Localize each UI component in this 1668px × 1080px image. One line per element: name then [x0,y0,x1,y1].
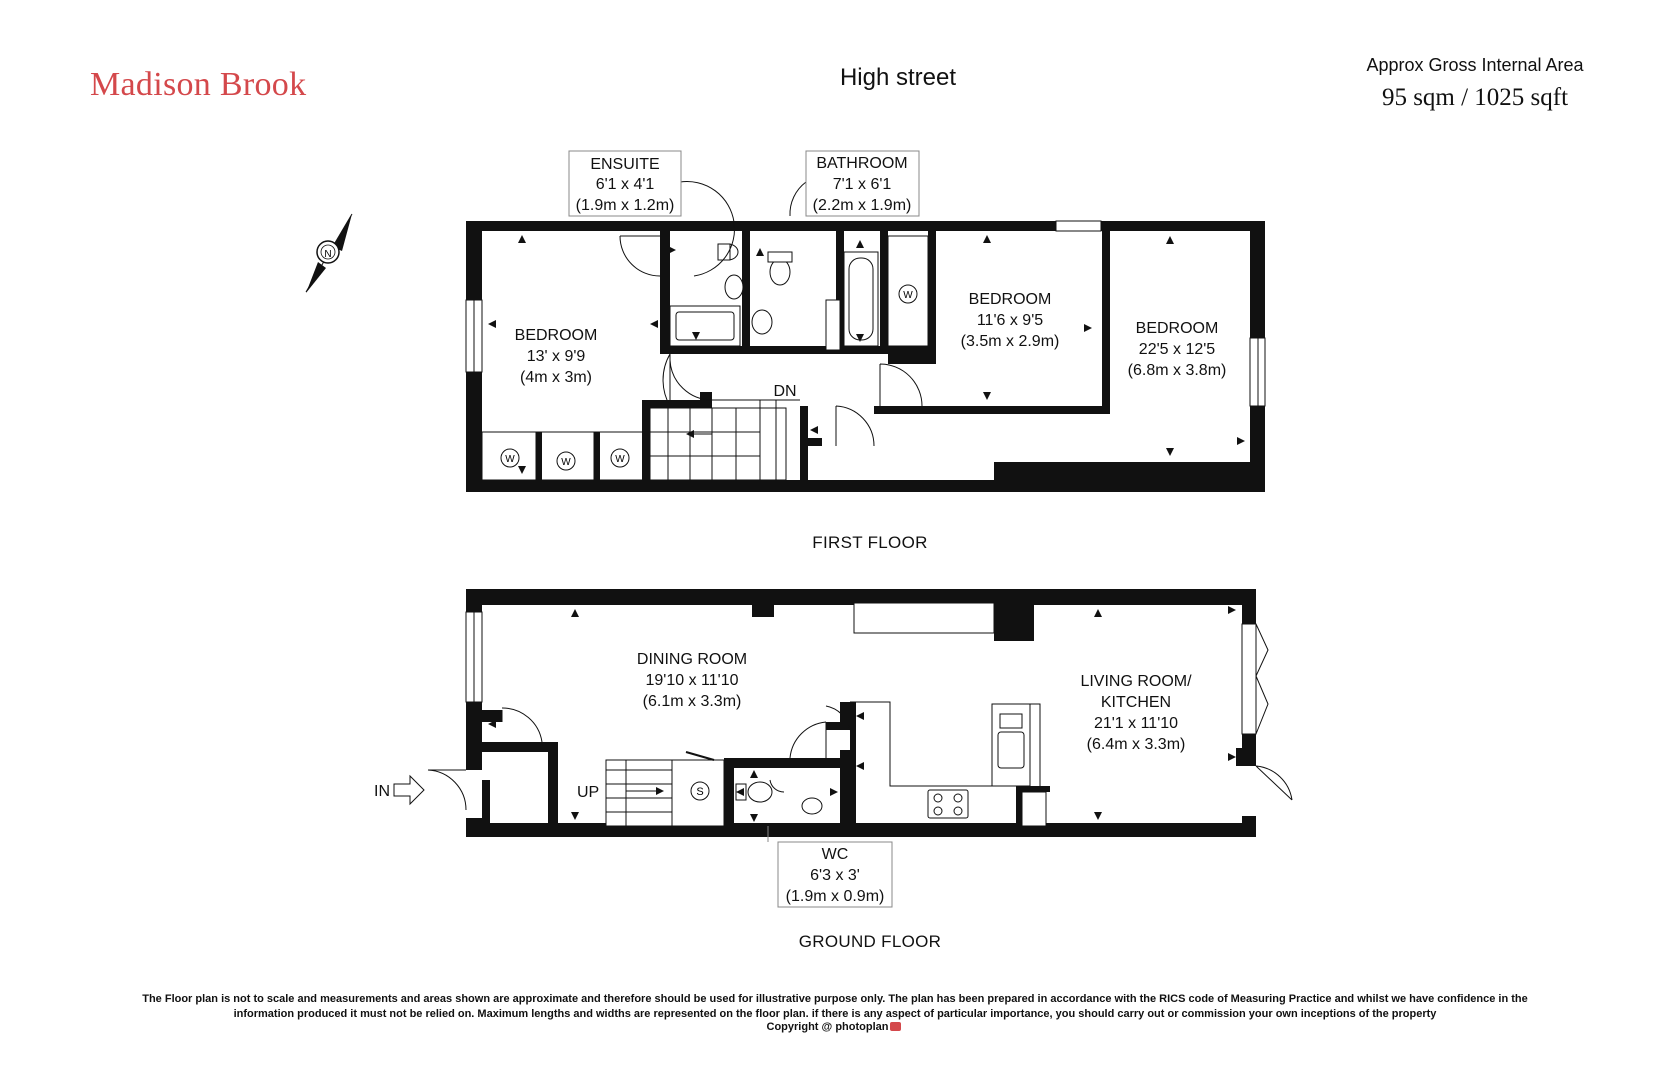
room-label-ensuite: ENSUITE 6'1 x 4'1 (1.9m x 1.2m) [568,150,682,217]
svg-text:BATHROOM: BATHROOM [816,155,907,172]
svg-text:(4m x 3m): (4m x 3m) [520,369,592,386]
svg-text:(1.9m x 1.2m): (1.9m x 1.2m) [576,197,675,214]
copyright-line: Copyright @ photoplan [0,1021,1668,1033]
svg-text:22'5 x 12'5: 22'5 x 12'5 [1139,341,1215,358]
svg-text:BEDROOM: BEDROOM [1136,320,1219,337]
property-title: High street [839,64,957,91]
svg-text:(1.9m x 0.9m): (1.9m x 0.9m) [786,888,885,905]
photoplan-brand: photoplan [835,1021,889,1033]
stairs-down-label: DN [773,383,796,400]
svg-text:(6.1m x 3.3m): (6.1m x 3.3m) [643,693,742,710]
room-label-wc: WC 6'3 x 3' (1.9m x 0.9m) [767,826,893,908]
room-label-bedroom-3: BEDROOM 22'5 x 12'5 (6.8m x 3.8m) [1128,320,1227,379]
room-label-dining-room: DINING ROOM 19'10 x 11'10 (6.1m x 3.3m) [637,651,747,710]
svg-text:(6.8m x 3.8m): (6.8m x 3.8m) [1128,362,1227,379]
first-floor-label: FIRST FLOOR [812,533,928,552]
svg-text:7'1 x 6'1: 7'1 x 6'1 [833,176,892,193]
ground-floor-label: GROUND FLOOR [798,932,942,951]
svg-text:BEDROOM: BEDROOM [515,327,598,344]
wardrobe-letter: W [561,457,571,468]
svg-text:6'1 x 4'1: 6'1 x 4'1 [596,176,655,193]
svg-text:(3.5m x 2.9m): (3.5m x 2.9m) [961,333,1060,350]
room-label-living-room-kitchen: LIVING ROOM/ KITCHEN 21'1 x 11'10 (6.4m … [1080,673,1192,753]
copyright-prefix: Copyright @ [766,1021,833,1033]
svg-text:DINING ROOM: DINING ROOM [637,651,747,668]
brand-logo: Madison Brook [90,66,307,103]
ground-floor-plan: S [374,589,1293,908]
disclaimer-text: The Floor plan is not to scale and measu… [142,993,1528,1020]
svg-text:13' x 9'9: 13' x 9'9 [527,348,586,365]
first-floor-plan: W W W W [465,150,1266,492]
room-label-bathroom: BATHROOM 7'1 x 6'1 (2.2m x 1.9m) [805,150,920,217]
wardrobe-letter: W [903,290,913,301]
room-label-bedroom-1: BEDROOM 13' x 9'9 (4m x 3m) [515,327,598,386]
storage-letter: S [696,786,703,798]
gross-area-label: Approx Gross Internal Area [1366,55,1584,75]
svg-text:(2.2m x 1.9m): (2.2m x 1.9m) [813,197,912,214]
svg-text:19'10 x 11'10: 19'10 x 11'10 [646,672,739,689]
svg-text:BEDROOM: BEDROOM [969,291,1052,308]
svg-text:6'3 x 3': 6'3 x 3' [810,867,860,884]
svg-text:11'6 x 9'5: 11'6 x 9'5 [977,312,1043,329]
svg-text:WC: WC [822,846,849,863]
entrance-label: IN [374,783,390,800]
wardrobe-letter: W [615,454,625,465]
gross-area-value: 95 sqm / 1025 sqft [1381,84,1569,111]
room-label-bedroom-2: BEDROOM 11'6 x 9'5 (3.5m x 2.9m) [961,291,1060,350]
svg-text:(6.4m x 3.3m): (6.4m x 3.3m) [1087,736,1186,753]
svg-text:ENSUITE: ENSUITE [590,156,659,173]
compass-letter: N [324,249,331,260]
camera-icon [890,1022,902,1031]
svg-text:KITCHEN: KITCHEN [1101,694,1171,711]
wardrobe-letter: W [505,454,515,465]
svg-text:21'1 x 11'10: 21'1 x 11'10 [1094,715,1178,732]
stairs-up-label: UP [577,784,599,801]
compass-icon: N [305,213,353,293]
svg-text:LIVING ROOM/: LIVING ROOM/ [1080,673,1192,690]
